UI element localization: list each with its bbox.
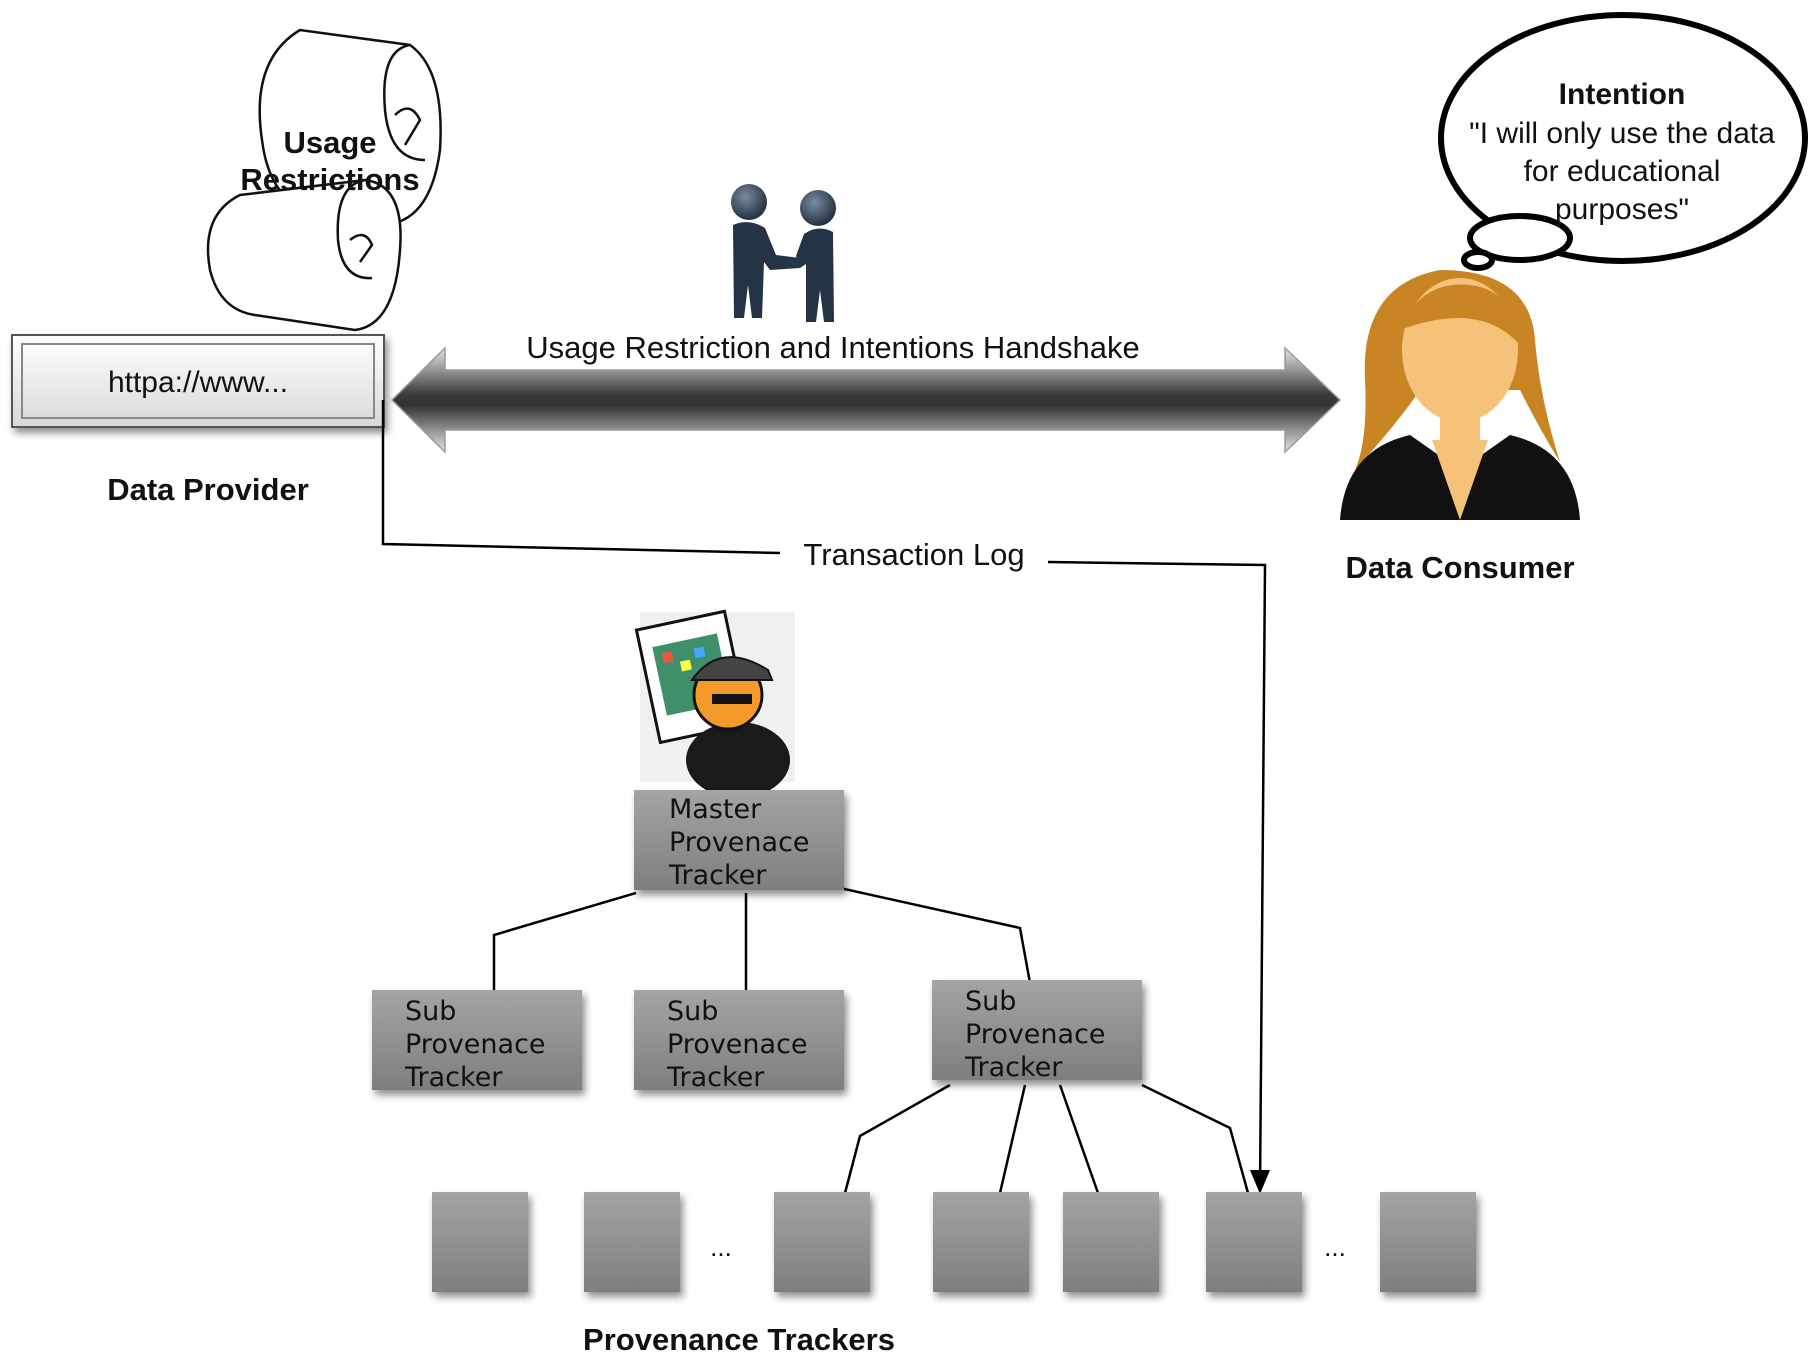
leaf-tracker-box-6 bbox=[1206, 1192, 1302, 1292]
data-consumer-avatar-icon bbox=[1340, 270, 1580, 520]
transaction-log-line-left bbox=[381, 400, 781, 555]
scroll-label-restrictions: Restrictions bbox=[240, 162, 419, 197]
intention-title: Intention bbox=[1559, 78, 1686, 111]
sub-tracker-1-line1: Sub bbox=[405, 996, 456, 1027]
sub-tracker-1-line3: Tracker bbox=[404, 1062, 503, 1093]
master-tracker-box bbox=[634, 790, 844, 890]
provenance-trackers-caption: Provenance Trackers bbox=[583, 1322, 895, 1357]
intention-text-line3: purposes" bbox=[1555, 193, 1689, 226]
data-provider-url-box bbox=[11, 334, 385, 428]
tracker-tree-connectors bbox=[492, 886, 1250, 1194]
provenance-tracker-person-icon bbox=[634, 609, 795, 798]
data-provider-label: Data Provider bbox=[107, 472, 309, 507]
leaf-tracker-box-3 bbox=[774, 1192, 870, 1292]
usage-restrictions-scroll-icon bbox=[206, 28, 442, 332]
leaf-tracker-box-4 bbox=[933, 1192, 1029, 1292]
intention-text-line2: for educational bbox=[1524, 155, 1721, 188]
sub-tracker-2-line3: Tracker bbox=[666, 1062, 765, 1093]
leaf-trackers-row bbox=[432, 1192, 1476, 1292]
intention-thought-bubble bbox=[1438, 12, 1808, 271]
data-consumer-label: Data Consumer bbox=[1345, 550, 1574, 585]
scroll-label-usage: Usage bbox=[283, 125, 376, 160]
sub-tracker-box-3 bbox=[932, 980, 1142, 1080]
leaf-tracker-box-7 bbox=[1380, 1192, 1476, 1292]
transaction-log-arrowhead bbox=[1250, 1170, 1270, 1194]
handshake-double-arrow bbox=[390, 346, 1342, 454]
master-tracker-label-line2: Provenace bbox=[669, 827, 810, 858]
transaction-log-line-right bbox=[1047, 560, 1267, 1191]
sub-tracker-3-line2: Provenace bbox=[965, 1019, 1106, 1050]
sub-tracker-1-line2: Provenace bbox=[405, 1029, 546, 1060]
leaf-tracker-box-5 bbox=[1063, 1192, 1159, 1292]
sub-tracker-2-line1: Sub bbox=[667, 996, 718, 1027]
sub-tracker-3-line1: Sub bbox=[965, 986, 1016, 1017]
leaf-tracker-box-2 bbox=[584, 1192, 680, 1292]
master-tracker-label-line1: Master bbox=[669, 794, 762, 825]
handshake-label: Usage Restriction and Intentions Handsha… bbox=[526, 330, 1139, 365]
master-tracker-label-line3: Tracker bbox=[668, 860, 767, 891]
leaf-tracker-ellipsis-2: ... bbox=[1324, 1232, 1346, 1262]
data-provider-url: httpa://www... bbox=[108, 366, 288, 399]
leaf-tracker-ellipsis-1: ... bbox=[710, 1232, 732, 1262]
leaf-tracker-box-1 bbox=[432, 1192, 528, 1292]
sub-tracker-box-2 bbox=[634, 990, 844, 1090]
sub-tracker-2-line2: Provenace bbox=[667, 1029, 808, 1060]
intention-text-line1: "I will only use the data bbox=[1469, 117, 1775, 150]
sub-tracker-3-line3: Tracker bbox=[964, 1052, 1063, 1083]
handshake-people-icon bbox=[731, 184, 836, 322]
sub-tracker-box-1 bbox=[372, 990, 582, 1090]
transaction-log-label: Transaction Log bbox=[803, 537, 1024, 572]
